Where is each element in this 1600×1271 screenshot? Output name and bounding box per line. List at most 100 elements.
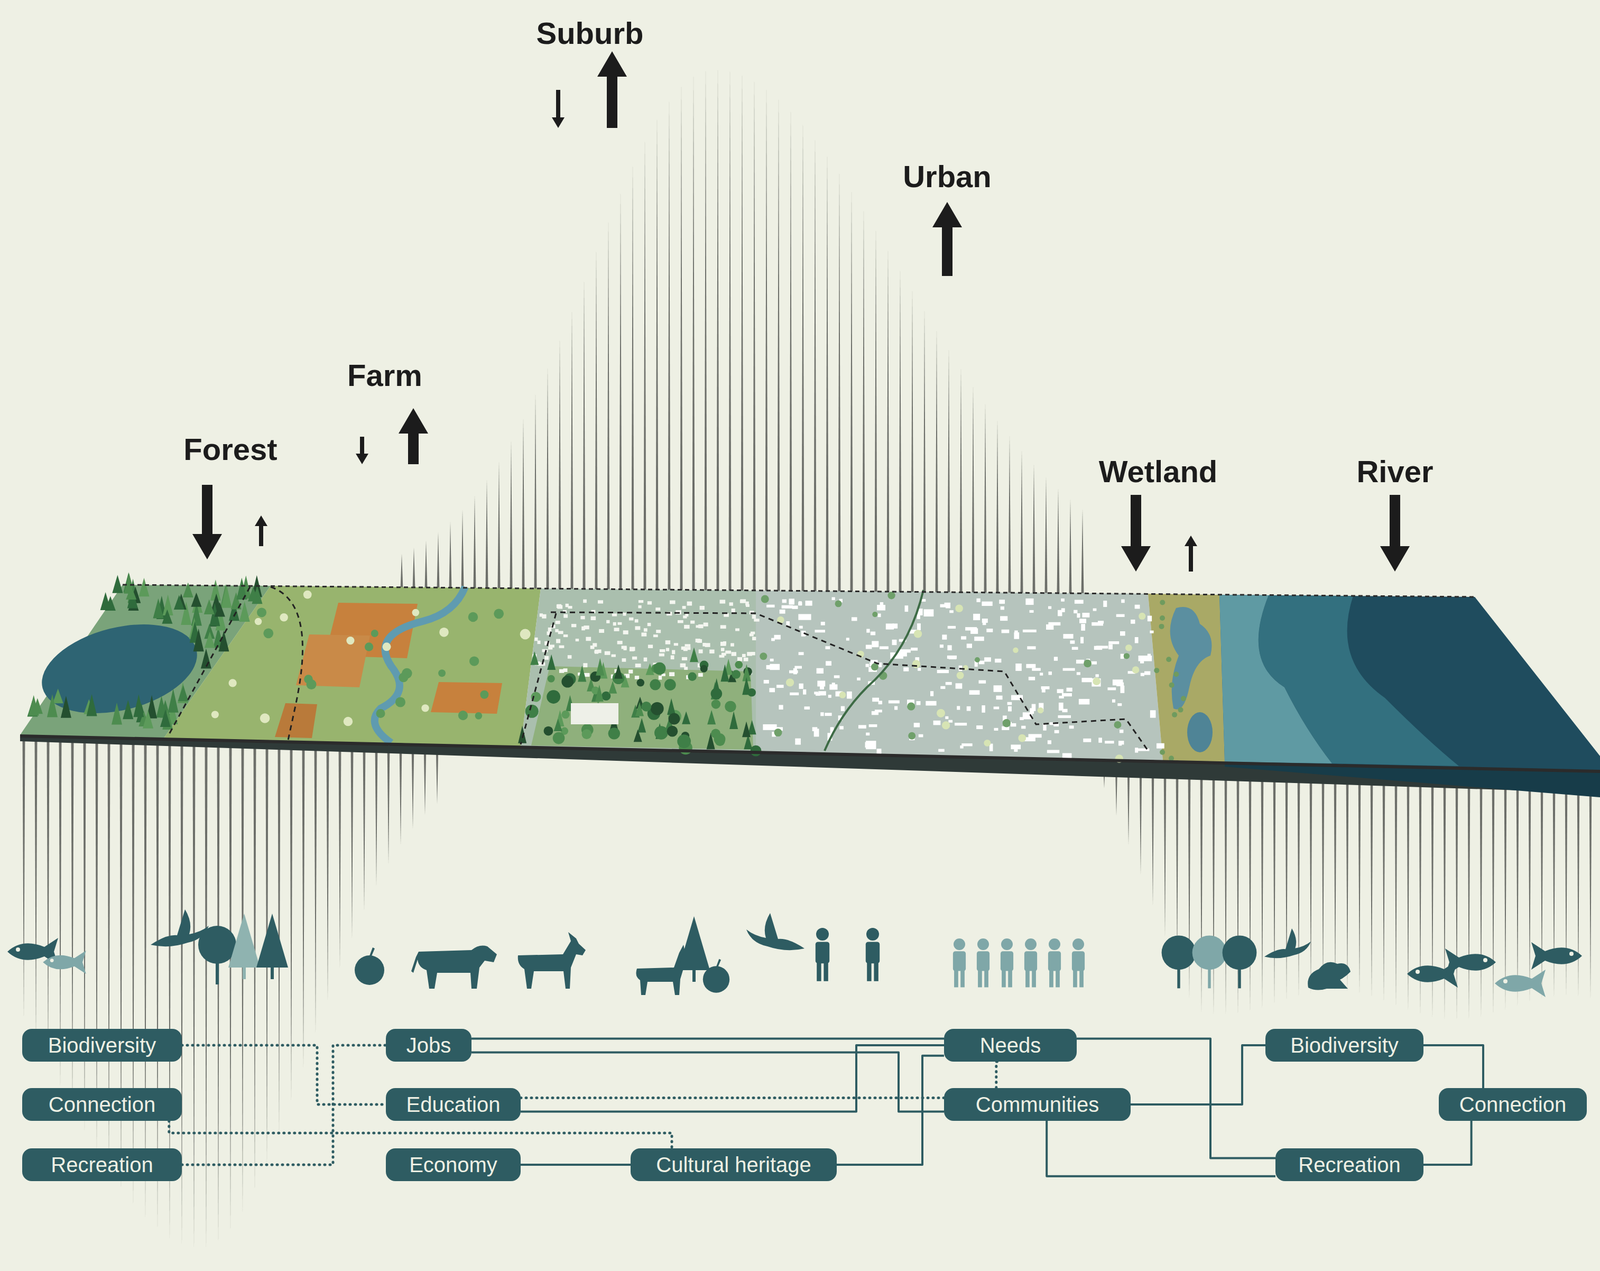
- house-mark: [681, 646, 686, 650]
- pond: [1187, 711, 1213, 753]
- tree-mark: [785, 678, 794, 687]
- spike: [350, 740, 354, 939]
- pill-node: Connection: [22, 1087, 182, 1121]
- tree-mark: [773, 728, 782, 737]
- tree-mark: [493, 608, 504, 619]
- house-mark: [590, 616, 597, 621]
- building-mark: [974, 636, 985, 641]
- spike: [1492, 765, 1495, 1015]
- building-mark: [1061, 692, 1072, 697]
- connector: [1423, 1044, 1484, 1088]
- house-mark: [558, 630, 564, 634]
- spike: [1346, 762, 1349, 993]
- building-mark: [904, 605, 909, 612]
- building-mark: [781, 605, 794, 609]
- house-mark: [563, 634, 569, 637]
- tree-icon: [198, 925, 237, 985]
- tree-mark: [581, 728, 593, 739]
- building-mark: [825, 645, 830, 650]
- building-mark: [1041, 686, 1050, 690]
- zone-boundary: [168, 586, 251, 736]
- building-mark: [814, 691, 818, 695]
- tree-mark: [1166, 656, 1172, 662]
- building-mark: [1093, 608, 1097, 612]
- spike: [1577, 767, 1580, 998]
- connector: [1130, 1044, 1266, 1105]
- tree-mark: [1159, 599, 1165, 606]
- frog-icon: [1307, 962, 1351, 991]
- building-mark: [948, 656, 957, 660]
- house-mark: [665, 640, 671, 644]
- trend-arrows: [192, 51, 1410, 572]
- tree-mark: [936, 708, 946, 718]
- tree-mark: [577, 665, 587, 682]
- house-mark: [537, 640, 541, 645]
- spike: [826, 151, 829, 594]
- building-mark: [1066, 687, 1073, 692]
- building-mark: [870, 631, 876, 636]
- building-mark: [766, 604, 775, 608]
- tree-mark: [177, 682, 189, 704]
- building-mark: [981, 705, 986, 713]
- spike: [485, 478, 489, 590]
- tree-mark: [839, 691, 847, 699]
- house-mark: [683, 624, 690, 629]
- node-label: Jobs: [406, 1033, 452, 1058]
- house-mark: [698, 649, 704, 653]
- house-mark: [568, 605, 573, 609]
- spike: [923, 307, 927, 594]
- spike: [473, 494, 477, 590]
- landscape-slab: [20, 571, 1600, 798]
- building-mark: [1048, 606, 1052, 609]
- building-mark: [802, 689, 807, 695]
- house-mark: [559, 645, 565, 649]
- house-mark: [655, 607, 661, 611]
- pill-node: Communities: [944, 1087, 1131, 1121]
- tree-icon: [1161, 935, 1197, 988]
- tree-icon: [256, 913, 289, 979]
- building-mark: [1076, 671, 1081, 675]
- house-mark: [729, 602, 734, 606]
- house-mark: [720, 647, 725, 652]
- spike: [753, 75, 756, 593]
- building-mark: [894, 706, 898, 710]
- tree-mark: [724, 700, 736, 712]
- building-mark: [779, 609, 786, 614]
- zone-label: Suburb: [536, 15, 644, 51]
- tree-mark: [343, 716, 353, 726]
- building-mark: [1062, 668, 1076, 671]
- tree-mark: [211, 710, 219, 718]
- tree-mark: [193, 628, 205, 652]
- house-mark: [643, 627, 648, 632]
- tree-mark: [398, 672, 409, 682]
- house-mark: [629, 617, 634, 621]
- building-mark: [930, 690, 934, 697]
- building-mark: [1147, 653, 1151, 659]
- building-mark: [918, 734, 924, 738]
- spike: [1273, 760, 1276, 1006]
- building-mark: [910, 647, 918, 651]
- building-mark: [794, 738, 801, 745]
- tree-mark: [956, 671, 965, 680]
- tree-mark: [608, 727, 621, 739]
- house-mark: [562, 668, 568, 672]
- building-mark: [940, 686, 946, 689]
- house-mark: [634, 625, 641, 630]
- pill-node: Jobs: [385, 1028, 472, 1062]
- spike: [1057, 487, 1060, 596]
- pill-node: Biodiversity: [22, 1028, 182, 1062]
- spike: [22, 732, 26, 1019]
- tree-mark: [168, 688, 179, 713]
- building-mark: [1076, 659, 1085, 664]
- building-mark: [994, 658, 1002, 663]
- tree-mark: [475, 711, 483, 720]
- tree-mark: [254, 617, 263, 626]
- building-mark: [1108, 643, 1113, 650]
- building-mark: [816, 668, 824, 674]
- building-mark: [1080, 636, 1084, 644]
- node-label: Recreation: [1298, 1152, 1401, 1177]
- building-mark: [776, 684, 784, 688]
- house-mark: [735, 627, 740, 631]
- pill-node: Cultural heritage: [630, 1148, 837, 1181]
